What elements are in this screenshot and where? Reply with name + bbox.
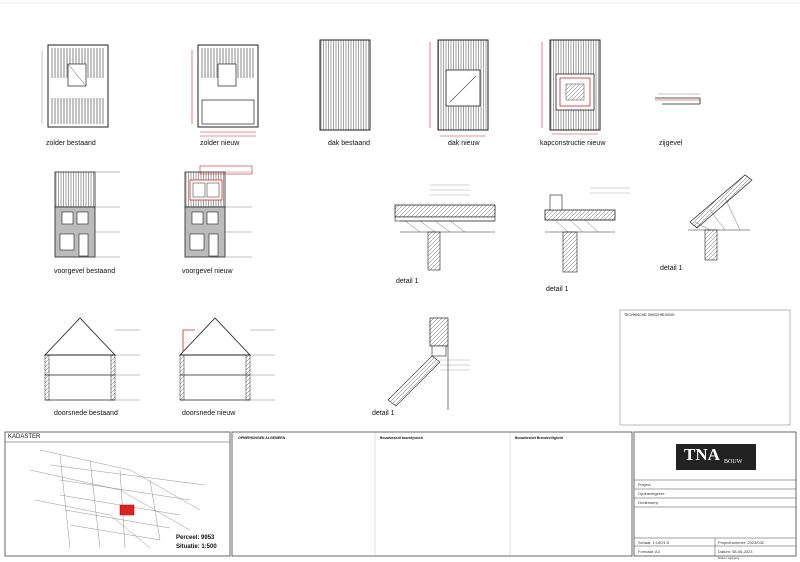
notes-col2-title: Bouwbesluit bouwfysisch [380,436,423,440]
plan-kapconstructie-nieuw [541,39,601,135]
section-doorsnede-nieuw [178,317,275,401]
tech-description-box [619,309,791,426]
detail-a-drawing [394,184,496,271]
detail-c-drawing [688,174,753,261]
plan-zolder-nieuw [191,44,259,137]
label-doorsnede-nieuw: doorsnede nieuw [182,410,236,417]
kadaster-title: KADASTER [8,434,41,440]
elevation-zijgevel [655,93,701,105]
tna-logo-text: TNA [684,445,720,464]
kadaster-map [4,431,231,557]
tech-description-title: TECHNISCHE OMSCHRIJVING [624,313,675,317]
label-zolder-bestaand: zolder bestaand [46,140,96,147]
project-label: Project: [638,482,652,487]
label-voorgevel-bestaand: voorgevel bestaand [54,268,116,275]
elevation-voorgevel-bestaand [54,171,120,258]
notes-frame [231,431,633,557]
label-zolder-nieuw: zolder nieuw [200,140,240,147]
section-doorsnede-bestaand [43,317,140,401]
tna-logo-sub: BOUW [724,459,743,465]
label-detail-c: detail 1 [660,265,683,272]
datum-value: Datum: 08-05-2023 [718,549,753,554]
label-zijgevel: zijgevel [659,140,683,147]
formaat-value: Formaat: A3 [638,549,660,554]
plan-zolder-bestaand [41,44,109,128]
plan-dak-bestaand [319,39,371,131]
label-kapconstructie-nieuw: kapconstructie nieuw [540,140,606,147]
schaal-value: Schaal: 1:100/1:5 [638,540,670,545]
kadaster-situatie: Situatie: 1:500 [176,544,217,550]
opdrachtgever-label: Opdrachtgever: [638,491,666,496]
detail-b-drawing [544,187,630,273]
projectnummer-value: Projectnummer: 2023/032 [718,540,765,545]
notes-col3-title: Bouwbesluit Brandveiligheid [515,436,564,440]
label-voorgevel-nieuw: voorgevel nieuw [182,268,233,275]
plan-dak-nieuw [429,39,489,137]
detail-d-drawing [387,317,470,410]
kadaster-perceel: Perceel: 9953 [176,535,215,541]
datum-wijziging-value: Datum wijziging: - [718,556,742,560]
tna-logo: TNA BOUW [676,444,756,470]
label-detail-b: detail 1 [546,286,569,293]
label-doorsnede-bestaand: doorsnede bestaand [54,410,118,417]
label-dak-nieuw: dak nieuw [448,140,480,147]
notes-col1-title: OPMERKINGEN ALGEMEEN [238,436,286,440]
elevation-voorgevel-nieuw [184,165,253,258]
label-detail-d: detail 1 [372,410,395,417]
label-dak-bestaand: dak bestaand [328,140,371,147]
onderwerp-label: Onderwerp: [638,500,659,505]
label-detail-a: detail 1 [396,278,419,285]
